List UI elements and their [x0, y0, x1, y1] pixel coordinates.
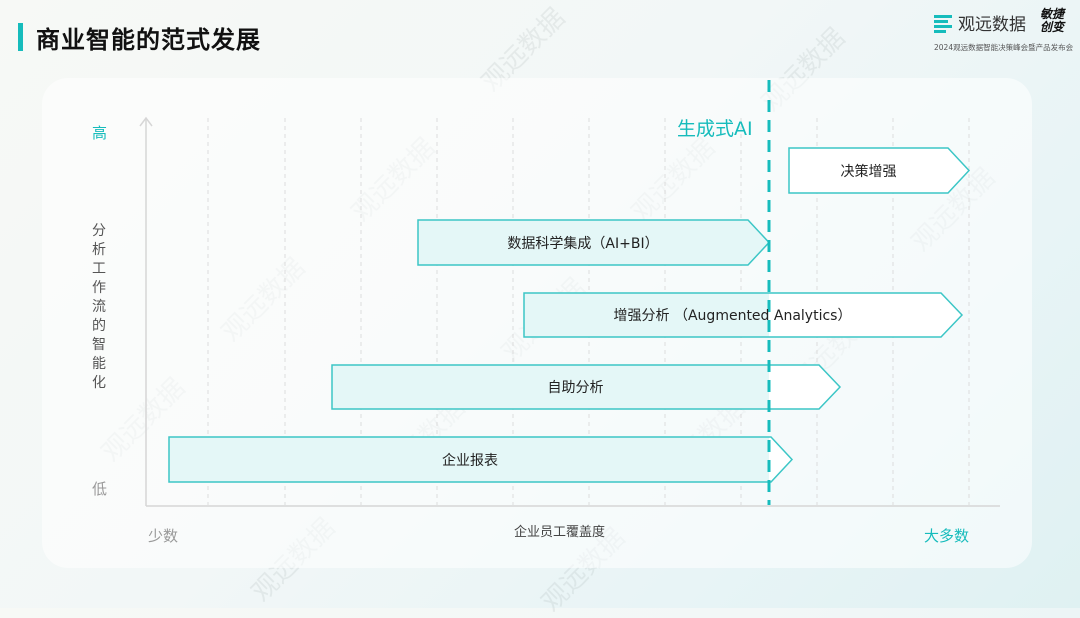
- x-axis-title: 企业员工覆盖度: [514, 525, 606, 540]
- arrow-shape: [417, 219, 771, 266]
- arrow-shape: [332, 365, 769, 409]
- y-axis-title: 分析工作流的智能化: [92, 223, 106, 391]
- logo-icon: [934, 15, 952, 33]
- arrow-label: 增强分析 （Augmented Analytics）: [613, 308, 852, 324]
- arrow-shape: [169, 437, 769, 482]
- arrow-3: [523, 292, 964, 338]
- arrow-2: [417, 219, 771, 266]
- arrow-label: 决策增强: [840, 163, 897, 180]
- arrow-label: 数据科学集成（AI+BI）: [507, 235, 659, 252]
- arrow-label: 自助分析: [547, 380, 604, 396]
- arrow-shape: [789, 148, 969, 193]
- arrow-shape: [524, 293, 769, 337]
- arrow-shape: [418, 220, 769, 265]
- arrow-shape: [788, 147, 971, 194]
- arrow-label: 企业报表: [442, 452, 498, 469]
- page-title: 商业智能的范式发展: [36, 26, 261, 54]
- logo-slogan: 敏捷创变: [1040, 7, 1065, 34]
- x-axis-high-label: 大多数: [924, 527, 970, 545]
- logo-subtitle: 2024观远数据智能决策峰会暨产品发布会: [934, 43, 1074, 52]
- y-axis-low-label: 低: [92, 480, 108, 498]
- arrow-1: [788, 147, 971, 194]
- arrow-4: [331, 364, 842, 410]
- y-axis-arrowhead: [139, 116, 153, 127]
- genai-marker-label: 生成式AI: [677, 118, 753, 140]
- arrow-shape: [523, 292, 964, 338]
- arrow-5: [168, 436, 794, 483]
- logo: 观远数据 敏捷创变 2024观远数据智能决策峰会暨产品发布会: [934, 7, 1073, 58]
- logo-brand: 观远数据: [958, 15, 1026, 35]
- arrow-shape: [168, 436, 794, 483]
- x-axis-low-label: 少数: [148, 527, 179, 545]
- title-accent-bar: [18, 23, 23, 51]
- y-axis-high-label: 高: [92, 124, 108, 142]
- arrow-shape: [331, 364, 842, 410]
